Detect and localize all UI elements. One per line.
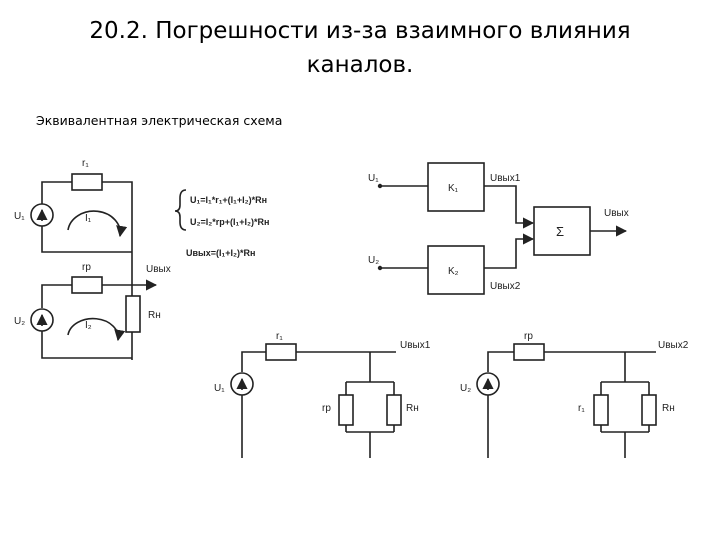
label-u-out2: Uвых2 xyxy=(490,281,521,292)
equation-1: U₁=I₁*r₁+(I₁+I₂)*Rн xyxy=(190,195,267,205)
loop-arrow-i1 xyxy=(67,210,128,238)
summator xyxy=(533,206,591,256)
label-rp-b: rp xyxy=(524,331,533,342)
title-line-2: каналов. xyxy=(306,52,414,78)
label-rn-a: Rн xyxy=(406,403,419,414)
resistor-rn xyxy=(125,295,141,333)
label-rp: rp xyxy=(82,262,91,273)
label-k2: K₂ xyxy=(448,266,459,277)
equation-2: U₂=I₂*rp+(I₁+I₂)*Rн xyxy=(190,217,269,227)
brace xyxy=(174,189,187,231)
title-line-1: 20.2. Погрешности из-за взаимного влияни… xyxy=(89,18,631,44)
resistor-rn-a xyxy=(386,394,402,426)
label-u-out: Uвых xyxy=(604,208,629,219)
equation-system: U₁=I₁*r₁+(I₁+I₂)*Rн U₂=I₂*rp+(I₁+I₂)*Rн … xyxy=(174,189,269,258)
label-r1: r₁ xyxy=(82,158,89,169)
loop-arrow-i2 xyxy=(67,317,126,342)
label-r1-b: r₁ xyxy=(578,403,585,414)
label-u-out: Uвых xyxy=(146,264,171,275)
resistor-r1-a xyxy=(265,343,297,361)
label-u2-b: U₂ xyxy=(460,383,471,394)
resistor-rp xyxy=(71,276,103,294)
resistor-r1 xyxy=(71,173,103,191)
label-rp-a: rp xyxy=(322,403,331,414)
label-u2-in: U₂ xyxy=(368,255,379,266)
slide-title: 20.2. Погрешности из-за взаимного влияни… xyxy=(0,14,720,82)
label-rn-b: Rн xyxy=(662,403,675,414)
label-k1: K₁ xyxy=(448,183,459,194)
label-u1-a: U₁ xyxy=(214,383,225,394)
label-i2: I₂ xyxy=(85,320,92,331)
label-u-out1: Uвых1 xyxy=(490,173,521,184)
equation-3: Uвых=(I₁+I₂)*Rн xyxy=(186,248,255,258)
amplifier-k1 xyxy=(427,162,485,212)
label-u1-in: U₁ xyxy=(368,173,379,184)
label-u-out-a: Uвых1 xyxy=(400,340,431,351)
resistor-rp-a xyxy=(338,394,354,426)
circuit-b: rp U₂ r₁ Rн Uвых2 xyxy=(460,331,689,458)
resistor-rp-b xyxy=(513,343,545,361)
left-circuit: r₁ U₁ I₁ rp U₂ I₂ Rн Uвых xyxy=(14,158,171,360)
label-r1-a: r₁ xyxy=(276,331,283,342)
label-u-out-b: Uвых2 xyxy=(658,340,689,351)
label-u1: U₁ xyxy=(14,211,25,222)
slide-subtitle: Эквивалентная электрическая схема xyxy=(36,113,283,128)
amplifier-k2 xyxy=(427,245,485,295)
block-diagram: U₁ U₂ K₁ K₂ Σ Uвых1 Uвых2 Uвых xyxy=(368,162,629,295)
label-i1: I₁ xyxy=(85,213,92,224)
label-rn: Rн xyxy=(148,310,161,321)
label-sum: Σ xyxy=(556,224,564,239)
resistor-r1-b xyxy=(593,394,609,426)
circuit-a: r₁ U₁ rp Rн Uвых1 xyxy=(214,331,431,458)
label-u2: U₂ xyxy=(14,316,25,327)
resistor-rn-b xyxy=(641,394,657,426)
